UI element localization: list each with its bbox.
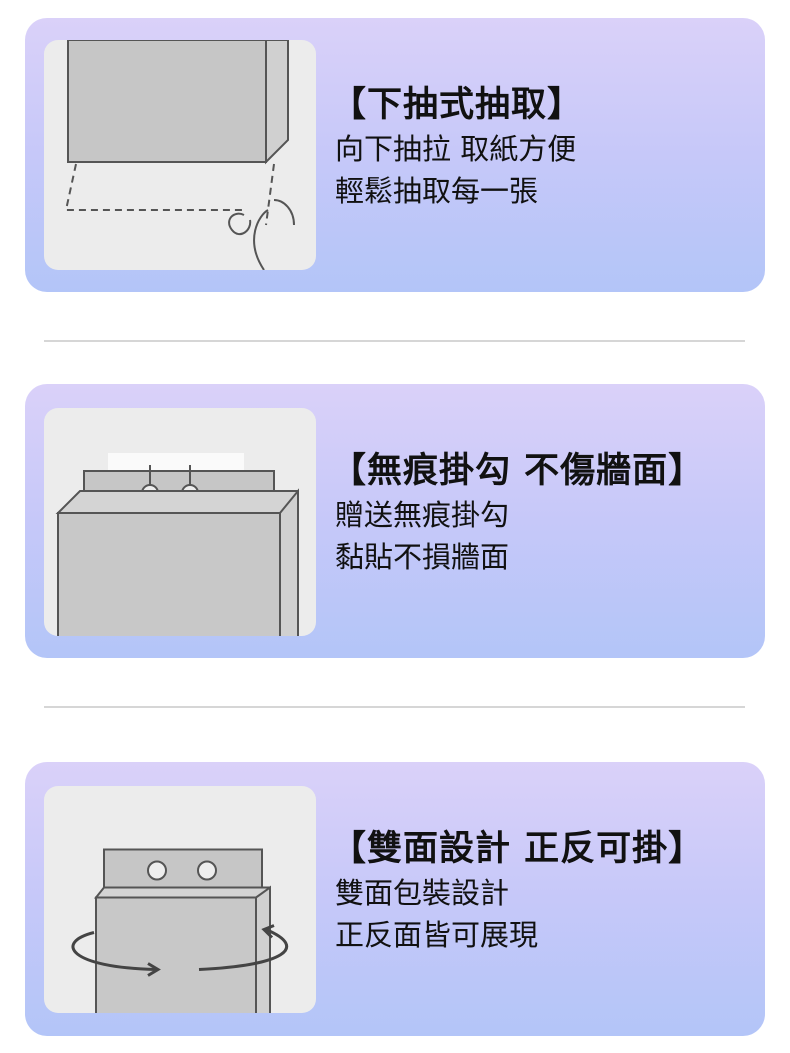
feature-line: 輕鬆抽取每一張 [335, 174, 539, 208]
feature-line: 雙面包裝設計 [335, 876, 510, 910]
feature-line: 正反面皆可展現 [335, 918, 539, 952]
divider [44, 706, 745, 708]
feature-line: 向下抽拉 取紙方便 [335, 132, 577, 166]
feature-card-double-sided: 【雙面設計 正反可掛】 雙面包裝設計 正反面皆可展現 [25, 762, 765, 1036]
pull-down-illustration [44, 40, 316, 270]
feature-card-hook: 【無痕掛勾 不傷牆面】 贈送無痕掛勾 黏貼不損牆面 [25, 384, 765, 658]
adhesive-hook-icon [55, 453, 299, 636]
tissue-pull-icon [64, 40, 295, 270]
feature-line: 贈送無痕掛勾 [335, 498, 510, 532]
hook-illustration [44, 408, 316, 636]
double-sided-illustration [44, 786, 316, 1013]
feature-title: 【下抽式抽取】 [331, 85, 584, 125]
feature-title: 【無痕掛勾 不傷牆面】 [331, 451, 705, 491]
feature-card-pull-down: 【下抽式抽取】 向下抽拉 取紙方便 輕鬆抽取每一張 [25, 18, 765, 292]
feature-title: 【雙面設計 正反可掛】 [331, 829, 705, 869]
rotate-icon [71, 848, 289, 1013]
divider [44, 340, 745, 342]
feature-line: 黏貼不損牆面 [335, 540, 510, 574]
